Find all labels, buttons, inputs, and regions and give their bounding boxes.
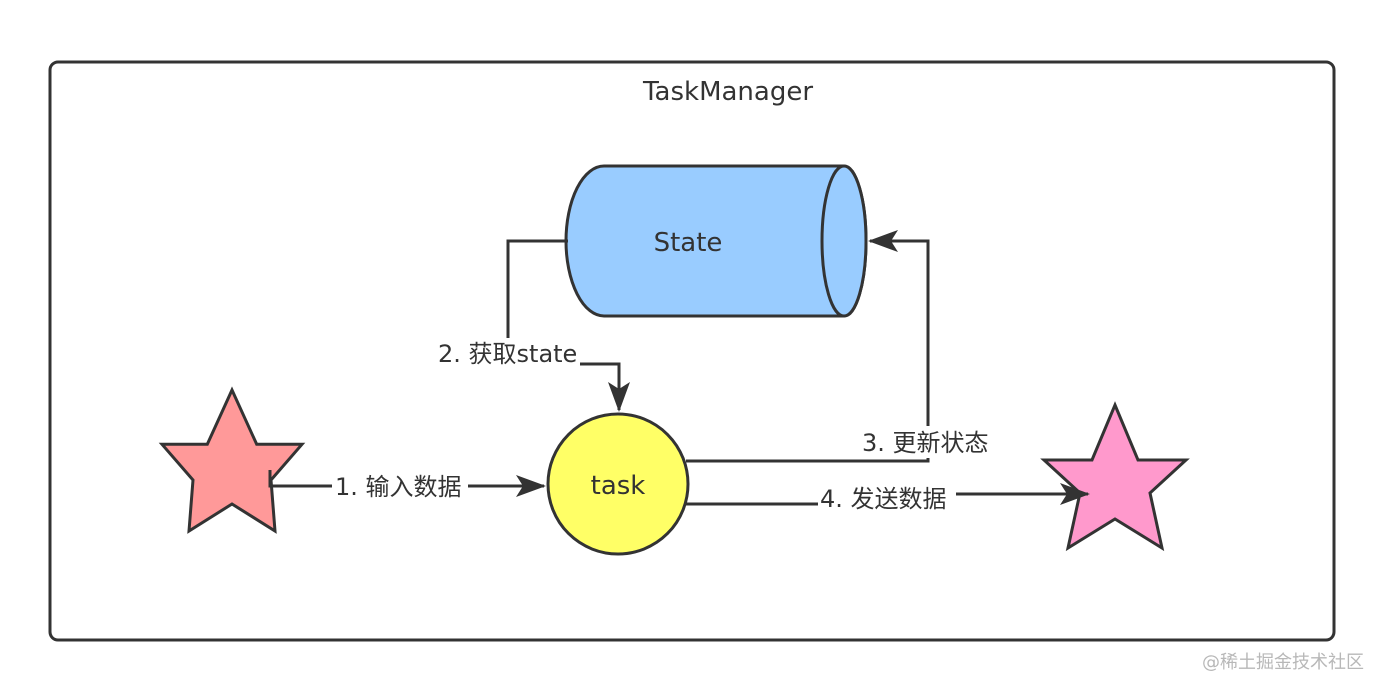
task-circle (546, 412, 690, 556)
edge-send-data-label: 4. 发送数据 (820, 485, 947, 513)
source-star (158, 386, 306, 534)
taskmanager-container (48, 60, 1336, 642)
sink-star (1040, 401, 1190, 552)
state-cylinder-cap (820, 164, 868, 318)
edge-get-state-label: 2. 获取state (438, 340, 577, 368)
watermark-text: @稀土掘金技术社区 (1202, 652, 1364, 673)
task-node: task (546, 412, 690, 556)
task-label: task (591, 471, 646, 501)
edge-update-state (686, 230, 930, 463)
taskmanager-title: TaskManager (642, 77, 813, 107)
edge-input-label: 1. 输入数据 (335, 473, 462, 501)
state-node: State (564, 164, 868, 318)
edge-update-state-label: 3. 更新状态 (862, 429, 989, 457)
state-label: State (654, 228, 723, 258)
